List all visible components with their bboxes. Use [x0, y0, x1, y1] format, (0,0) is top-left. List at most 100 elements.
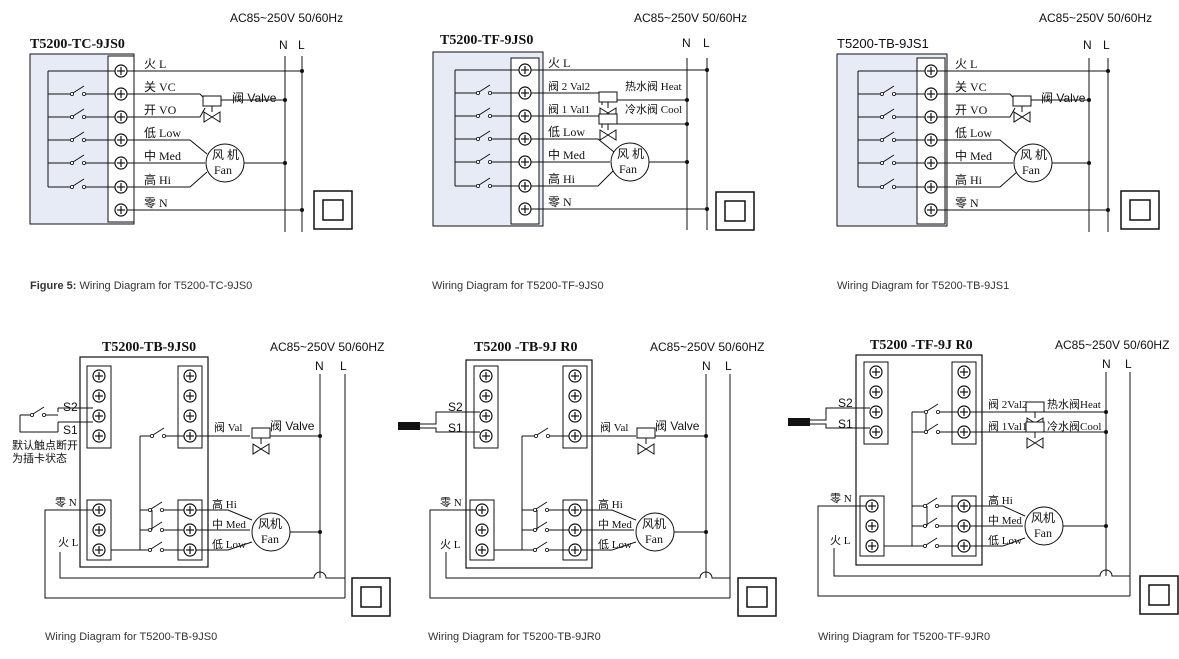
- model-title: T5200-TB-9JS0: [102, 340, 196, 355]
- thermostat-icon: [1120, 190, 1160, 230]
- diagram-t5200-tb-9jr0: T5200 -TB-9J R0 AC85~250V 50/60HZ N L S2…: [398, 340, 777, 643]
- med-label: 中 Med: [212, 518, 246, 531]
- live-label: 火 L: [144, 57, 166, 71]
- val2-label: 阀 2 Val2: [548, 79, 590, 93]
- l-label: L: [298, 38, 305, 52]
- n-label: N: [1102, 357, 1111, 371]
- thermostat-icon: [1139, 575, 1179, 615]
- supply-label: AC85~250V 50/60HZ: [650, 340, 764, 354]
- n-label: N: [279, 38, 288, 52]
- val-label: 阀 Val: [214, 420, 242, 434]
- fan-en-label: Fan: [1034, 526, 1052, 540]
- low-label: 低 Low: [988, 534, 1022, 547]
- fan-cn-label: 风机: [1031, 511, 1055, 525]
- neutral-label: 零 N: [55, 496, 77, 509]
- fan-en-label: Fan: [645, 532, 663, 546]
- fan-icon: [1024, 506, 1064, 546]
- n-label: N: [315, 359, 324, 373]
- thermostat-icon: [313, 190, 353, 230]
- l-label: L: [725, 359, 732, 373]
- l-label: L: [340, 359, 347, 373]
- s2-label: S2: [448, 400, 463, 414]
- thermostat-icon: [737, 577, 777, 617]
- open-label: 开 VO: [144, 103, 177, 117]
- valve-label: 阀 Valve: [655, 419, 700, 433]
- low-label: 低 Low: [212, 538, 246, 551]
- figure-caption: Wiring Diagram for T5200-TB-9JS0: [45, 631, 217, 643]
- fan-en-label: Fan: [261, 532, 279, 546]
- val2-label: 阀 2Val2: [988, 397, 1027, 411]
- fan-cn-label: 风 机: [617, 147, 644, 161]
- valve-label: 阀 Valve: [270, 419, 315, 433]
- neutral-label: 零 N: [548, 195, 572, 209]
- model-title: T5200-TC-9JS0: [30, 37, 125, 52]
- s1-label: S1: [838, 417, 853, 431]
- heat-label: 热水阀Heat: [1047, 397, 1101, 411]
- model-title: T5200 -TF-9J R0: [870, 338, 973, 353]
- cool-label: 冷水阀Cool: [1047, 419, 1101, 433]
- hi-label: 高 Hi: [144, 172, 172, 187]
- med-label: 中 Med: [144, 148, 181, 163]
- s1-label: S1: [63, 423, 78, 437]
- card-reader-plug: [788, 418, 810, 426]
- card-reader-plug: [398, 422, 420, 430]
- valve-icon: [1012, 95, 1032, 123]
- supply-label: AC85~250V 50/60HZ: [1055, 338, 1169, 352]
- neutral-label: 零 N: [440, 496, 462, 509]
- model-title: T5200-TF-9JS0: [440, 33, 533, 48]
- fan-en-label: Fan: [619, 162, 637, 176]
- hi-label: 高 Hi: [548, 171, 576, 186]
- live-label: 火 L: [955, 57, 977, 71]
- fan-en-label: Fan: [1022, 163, 1040, 177]
- neutral-label: 零 N: [830, 492, 852, 505]
- s1-label: S1: [448, 421, 463, 435]
- supply-label: AC85~250V 50/60Hz: [634, 11, 747, 25]
- figure-caption: Wiring Diagram for T5200-TF-9JS0: [432, 280, 604, 292]
- live-label: 火 L: [440, 539, 461, 551]
- diagram-t5200-tf-9js0: AC85~250V 50/60Hz N L T5200-TF-9JS0 火 L …: [432, 11, 755, 292]
- fan-icon: [635, 512, 675, 552]
- valve-icon: [636, 427, 656, 455]
- model-title: T5200 -TB-9J R0: [474, 340, 577, 355]
- fan-en-label: Fan: [214, 163, 232, 177]
- live-label: 火 L: [58, 537, 79, 549]
- fan-cn-label: 风 机: [1020, 148, 1047, 162]
- heat-label: 热水阀 Heat: [625, 79, 682, 93]
- valve-icon: [202, 95, 222, 123]
- fan-cn-label: 风机: [258, 517, 282, 531]
- figure-caption: Wiring Diagram for T5200-TB-9JR0: [428, 631, 601, 643]
- valve-icon: [251, 427, 271, 455]
- neutral-label: 零 N: [144, 196, 168, 210]
- cool-valve-icon: [1025, 421, 1045, 449]
- fan-cn-label: 风机: [642, 517, 666, 531]
- hi-label: 高 Hi: [988, 493, 1013, 507]
- close-label: 关 VC: [144, 80, 176, 94]
- hi-label: 高 Hi: [955, 172, 983, 187]
- live-label: 火 L: [548, 56, 570, 70]
- thermostat-icon: [715, 191, 755, 231]
- supply-label: AC85~250V 50/60Hz: [1039, 11, 1152, 25]
- hi-label: 高 Hi: [598, 497, 623, 511]
- open-label: 开 VO: [955, 103, 988, 117]
- med-label: 中 Med: [955, 148, 992, 163]
- n-label: N: [702, 359, 711, 373]
- n-label: N: [682, 36, 691, 50]
- med-label: 中 Med: [598, 518, 632, 531]
- low-label: 低 Low: [144, 126, 181, 140]
- low-label: 低 Low: [955, 126, 992, 140]
- diagram-t5200-tf-9jr0: T5200 -TF-9J R0 AC85~250V 50/60HZ N L S2…: [788, 338, 1179, 643]
- diagram-t5200-tc-9js0: AC85~250V 50/60Hz N L T5200-TC-9JS0 火 L …: [29, 11, 353, 292]
- med-label: 中 Med: [988, 514, 1022, 527]
- val1-label: 阀 1Val1: [988, 419, 1027, 433]
- diagram-t5200-tb-9js0: T5200-TB-9JS0 AC85~250V 50/60HZ N L S2 S…: [12, 340, 391, 643]
- diagram-t5200-tb-9js1: AC85~250V 50/60Hz N L T5200-TB-9JS1 火 L …: [836, 11, 1160, 292]
- supply-label: AC85~250V 50/60Hz: [230, 11, 343, 25]
- figure-caption: Figure 5: Wiring Diagram for T5200-TC-9J…: [30, 280, 252, 292]
- figure-caption: Wiring Diagram for T5200-TF-9JR0: [818, 631, 990, 643]
- s2-label: S2: [838, 396, 853, 410]
- low-label: 低 Low: [598, 538, 632, 551]
- l-label: L: [1103, 38, 1110, 52]
- close-label: 关 VC: [955, 80, 987, 94]
- l-label: L: [1125, 357, 1132, 371]
